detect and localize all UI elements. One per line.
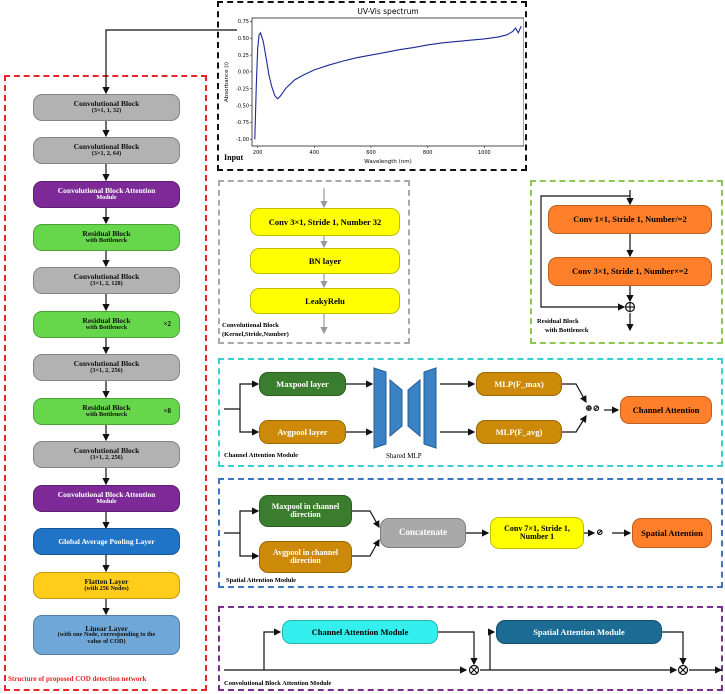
network-block: Convolutional Block(3×1, 2, 256): [33, 354, 180, 381]
network-block-detail: (3×1, 2, 128): [90, 280, 123, 288]
network-block: Flatten Layer(with 256 Nodes): [33, 572, 180, 599]
network-block-detail: (3×1, 1, 32): [91, 107, 122, 115]
shared-mlp-label: Shared MLP: [386, 452, 422, 460]
leakyrelu-layer: LeakyRelu: [250, 288, 400, 314]
ca-avgpool: Avgpool layer: [259, 420, 346, 444]
network-block-detail: with Bottleneck: [85, 237, 128, 245]
network-block-title: Flatten Layer: [84, 577, 129, 587]
conv-layer: Conv 3×1, Stride 1, Number 32: [250, 208, 400, 236]
network-block-title: Residual Block: [82, 403, 131, 413]
conv-block-caption-params: (Kernel,Stride,Number): [222, 331, 289, 338]
conv-block-frame: [218, 180, 410, 344]
ca-add-sigmoid-ops: ⊕⊘: [585, 403, 601, 413]
sa-caption: Spatial Attention Module: [226, 577, 297, 584]
network-block-title: Global Average Pooling Layer: [58, 536, 155, 546]
network-block-title: Convolutional Block: [73, 99, 140, 109]
network-block-title: Residual Block: [82, 316, 131, 326]
y-tick-label: 0.50: [238, 36, 249, 42]
x-tick-label: 200: [253, 150, 263, 156]
y-tick-label: -1.00: [236, 137, 249, 143]
network-block: Global Average Pooling Layer: [33, 528, 180, 555]
chart-title: UV-Vis spectrum: [357, 7, 418, 16]
y-axis-label: Absorbance (i): [224, 62, 230, 102]
network-block-title: Convolutional Block: [73, 142, 140, 152]
y-tick-label: 0.25: [238, 53, 249, 59]
y-tick-label: 0.00: [238, 70, 249, 76]
sa-avgpool: Avgpool in channel direction: [259, 541, 352, 573]
network-block: Convolutional Block(3×1, 1, 32): [33, 94, 180, 121]
network-block-title: Convolutional Block Attention: [57, 186, 156, 196]
network-block-title: Linear Layer: [85, 623, 128, 633]
network-block-detail: with Bottleneck: [85, 324, 128, 332]
mlp-max: MLP(F_max): [476, 372, 562, 396]
spectrum-series-line: [254, 25, 522, 140]
residual-block-frame: [530, 180, 723, 344]
sa-output: Spatial Attention: [632, 518, 712, 548]
residual-conv3x1: Conv 3×1, Stride 1, Number×=2: [548, 257, 712, 286]
cbam-spatial-module: Spatial Attention Module: [496, 620, 662, 644]
network-block-title: Convolutional Block: [73, 359, 140, 369]
network-block: Convolutional Block(3×1, 2, 256): [33, 441, 180, 468]
network-block-detail: Module: [96, 498, 117, 506]
network-block-detail: (3×1, 2, 64): [91, 150, 122, 158]
network-block-title: Convolutional Block Attention: [57, 490, 156, 500]
repeat-multiplier: ×8: [163, 407, 172, 415]
network-block-title: Convolutional Block: [73, 272, 140, 282]
cbam-frame: [218, 606, 723, 691]
input-frame: [217, 1, 527, 171]
network-block-detail: with Bottleneck: [85, 411, 128, 419]
sa-maxpool: Maxpool in channel direction: [259, 495, 352, 527]
network-block-title: Convolutional Block: [73, 446, 140, 456]
y-tick-label: -0.50: [236, 103, 249, 109]
y-tick-label: -0.75: [236, 120, 249, 126]
ca-maxpool: Maxpool layer: [259, 372, 346, 396]
network-block-detail: (3×1, 2, 256): [90, 367, 123, 375]
ca-output: Channel Attention: [620, 396, 712, 424]
cbam-channel-module: Channel Attention Module: [282, 620, 438, 644]
channel-attention-frame: [218, 358, 723, 467]
sa-sigmoid-op: ⊘: [596, 527, 604, 537]
residual-caption: Residual Block: [537, 318, 579, 325]
input-label: Input: [224, 153, 244, 162]
network-block: Linear Layer(with one Node, correspondin…: [33, 615, 180, 655]
ca-caption: Channel Attention Module: [224, 452, 299, 459]
network-block: Convolutional Block(3×1, 2, 64): [33, 137, 180, 164]
network-block-detail: (3×1, 2, 256): [90, 454, 123, 462]
repeat-multiplier: ×2: [163, 320, 172, 328]
cbam-caption: Convolutional Block Attention Module: [224, 680, 332, 687]
spatial-attention-frame: [218, 478, 723, 588]
shared-mlp-shape: [373, 367, 437, 449]
x-axis-label: Wavelength (nm): [364, 159, 412, 164]
x-tick-label: 800: [423, 150, 433, 156]
network-block-detail: Module: [96, 194, 117, 202]
sa-concatenate: Concatenate: [380, 518, 466, 548]
x-tick-label: 1000: [478, 150, 491, 156]
x-tick-label: 400: [310, 150, 320, 156]
network-block-title: Residual Block: [82, 229, 131, 239]
conv-block-caption: Convolutional Block: [222, 322, 279, 329]
residual-conv1x1: Conv 1×1, Stride 1, Number/=2: [548, 205, 712, 234]
sa-conv: Conv 7×1, Stride 1, Number 1: [490, 517, 584, 549]
network-block-detail: (with one Node, corresponding to the: [57, 631, 156, 639]
bn-layer: BN layer: [250, 248, 400, 274]
network-block: Convolutional Block(3×1, 2, 128): [33, 267, 180, 294]
network-title: Structure of proposed COD detection netw…: [8, 675, 147, 683]
network-block-detail: value of COD): [87, 637, 126, 645]
y-tick-label: -0.25: [236, 87, 249, 93]
x-tick-label: 600: [366, 150, 376, 156]
y-tick-label: 0.75: [238, 19, 249, 25]
network-block-detail: (with 256 Nodes): [84, 585, 129, 593]
residual-caption-sub: with Bottleneck: [545, 327, 589, 334]
mlp-avg: MLP(F_avg): [476, 420, 562, 444]
